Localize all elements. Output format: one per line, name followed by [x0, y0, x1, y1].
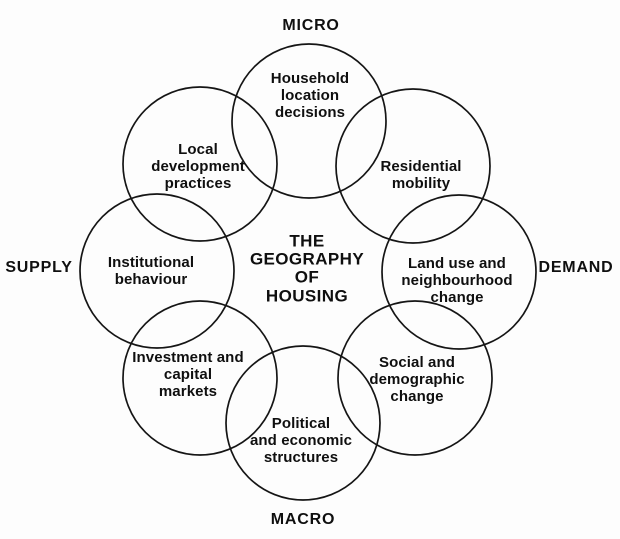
label-local-development-practices: Local development practices — [151, 140, 245, 192]
axis-label-micro: MICRO — [282, 17, 340, 34]
circle-institutional-behaviour — [79, 193, 235, 349]
circle-local-development-practices — [122, 86, 278, 242]
circle-household-location-decisions — [231, 43, 387, 199]
circle-investment-and-capital-markets — [122, 300, 278, 456]
label-residential-mobility: Residential mobility — [380, 158, 462, 192]
label-social-and-demographic-change: Social and demographic change — [369, 353, 465, 405]
circle-residential-mobility — [335, 88, 491, 244]
circle-land-use-and-neighbourhood-change — [381, 194, 537, 350]
axis-label-supply: SUPPLY — [5, 259, 73, 276]
label-household-location-decisions: Household location decisions — [270, 69, 350, 121]
circle-political-and-economic-structures — [225, 345, 381, 501]
axis-label-macro: MACRO — [270, 511, 336, 528]
diagram-title: THE GEOGRAPHY OF HOUSING — [249, 231, 365, 306]
axis-label-demand: DEMAND — [538, 259, 614, 276]
circle-social-and-demographic-change — [337, 300, 493, 456]
label-institutional-behaviour: Institutional behaviour — [107, 254, 195, 288]
label-investment-and-capital-markets: Investment and capital markets — [132, 348, 244, 400]
label-political-and-economic-structures: Political and economic structures — [249, 414, 353, 466]
label-land-use-and-neighbourhood-change: Land use and neighbourhood change — [401, 254, 513, 306]
